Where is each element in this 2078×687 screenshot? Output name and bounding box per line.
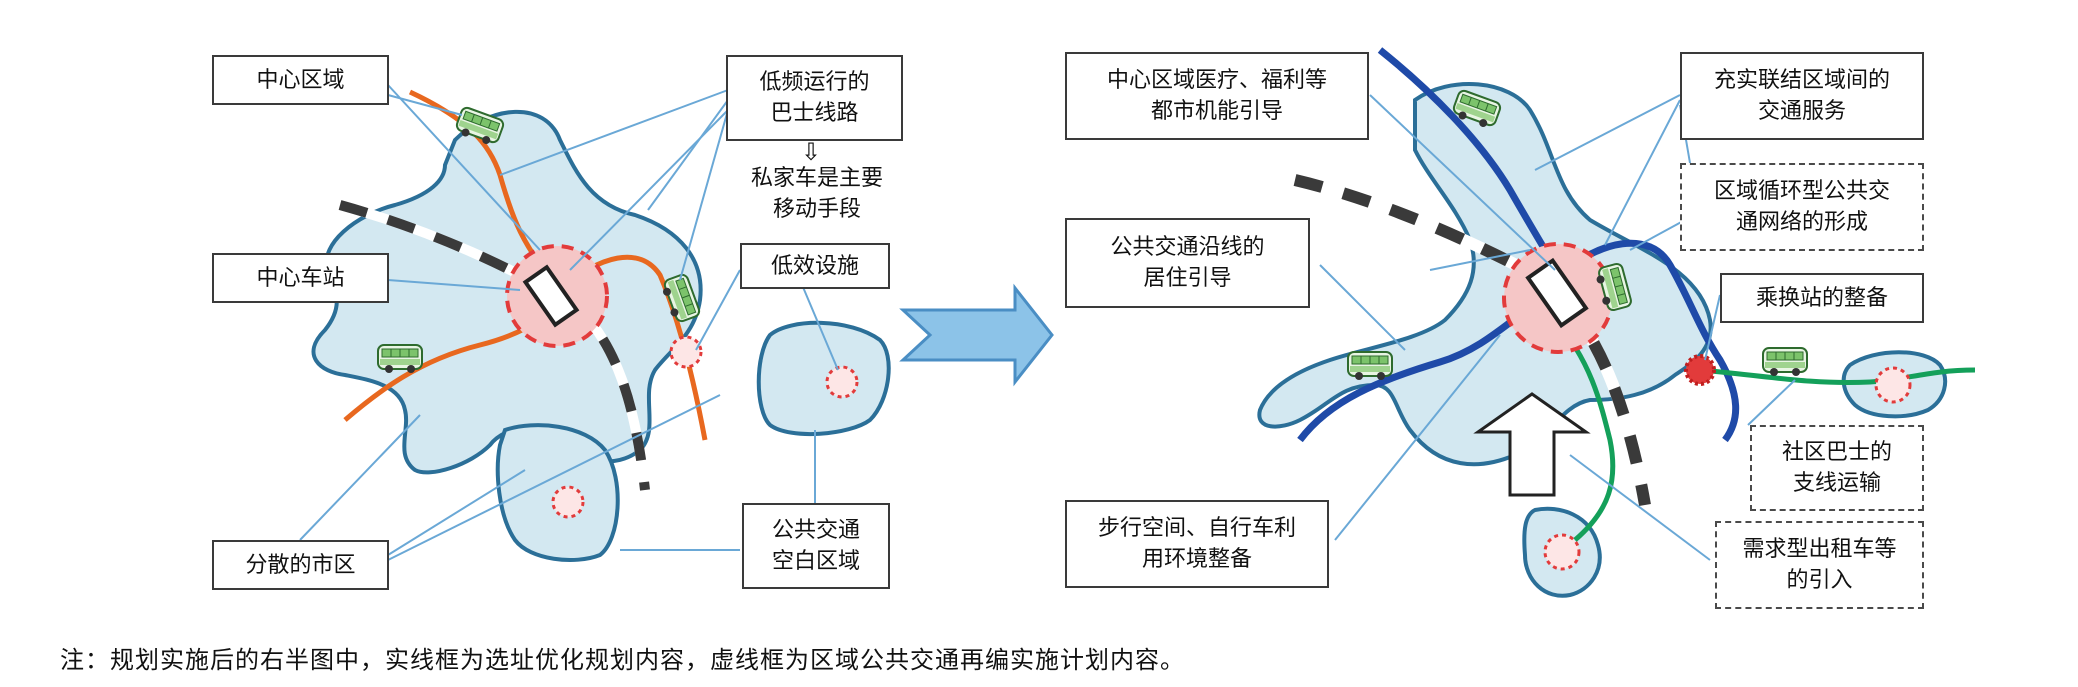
- footnote: 注：规划实施后的右半图中，实线框为选址优化规划内容，虚线框为区域公共交通再编实施…: [60, 646, 1185, 674]
- right-facility-1: [1874, 366, 1912, 404]
- label-community-bus: 社区巴士的 支线运输: [1750, 425, 1924, 511]
- left-center-station-icon: [522, 264, 580, 328]
- bus-icon: [377, 344, 423, 374]
- label-center-station: 中心车站: [212, 253, 389, 303]
- label-walking-cycling: 步行空间、自行车利 用环境整备: [1065, 500, 1329, 588]
- right-center-station-icon: [1525, 257, 1589, 329]
- label-center-area: 中心区域: [212, 55, 389, 105]
- left-blank-area-right: [756, 320, 891, 436]
- left-bus-route-3: [558, 254, 708, 441]
- label-dispersed-city: 分散的市区: [212, 540, 389, 590]
- transition-arrow: [899, 283, 1054, 387]
- down-arrow-icon: ⇩: [800, 138, 822, 166]
- label-residence-along-transit: 公共交通沿线的 居住引导: [1065, 218, 1310, 308]
- left-facility-2: [825, 365, 859, 399]
- right-trunk-line-west: [1297, 297, 1543, 443]
- label-inter-area-transport: 充实联结区域间的 交通服务: [1680, 52, 1924, 140]
- right-branch-line-south: [1553, 318, 1616, 542]
- bus-icon: [1347, 351, 1393, 381]
- right-branch-line-east: [1699, 367, 1976, 386]
- right-trunk-line-south: [1557, 239, 1740, 443]
- label-transfer-station: 乘换站的整备: [1720, 273, 1924, 323]
- residence-up-arrow: [1473, 392, 1591, 497]
- left-leader-lines: [299, 84, 839, 561]
- label-demand-taxi: 需求型出租车等 的引入: [1715, 521, 1924, 609]
- left-panel: [299, 84, 891, 562]
- right-main-urban-area: [1257, 82, 1713, 467]
- label-private-car: 私家车是主要 移动手段: [750, 166, 883, 222]
- label-center-functions: 中心区域医疗、福利等 都市机能引导: [1065, 52, 1369, 140]
- label-low-frequency-bus: 低频运行的 巴士线路: [726, 55, 903, 141]
- label-low-efficiency-facility: 低效设施: [740, 243, 890, 289]
- right-facility-2: [1543, 533, 1581, 571]
- left-facility-3: [551, 485, 585, 519]
- left-facility-1: [669, 335, 703, 369]
- label-circular-network: 区域循环型公共交 通网络的形成: [1680, 163, 1924, 251]
- bus-icon: [1762, 347, 1808, 377]
- right-panel: [1257, 47, 1976, 598]
- transfer-station-icon: [1684, 354, 1716, 386]
- label-transit-blank-area: 公共交通 空白区域: [742, 503, 890, 589]
